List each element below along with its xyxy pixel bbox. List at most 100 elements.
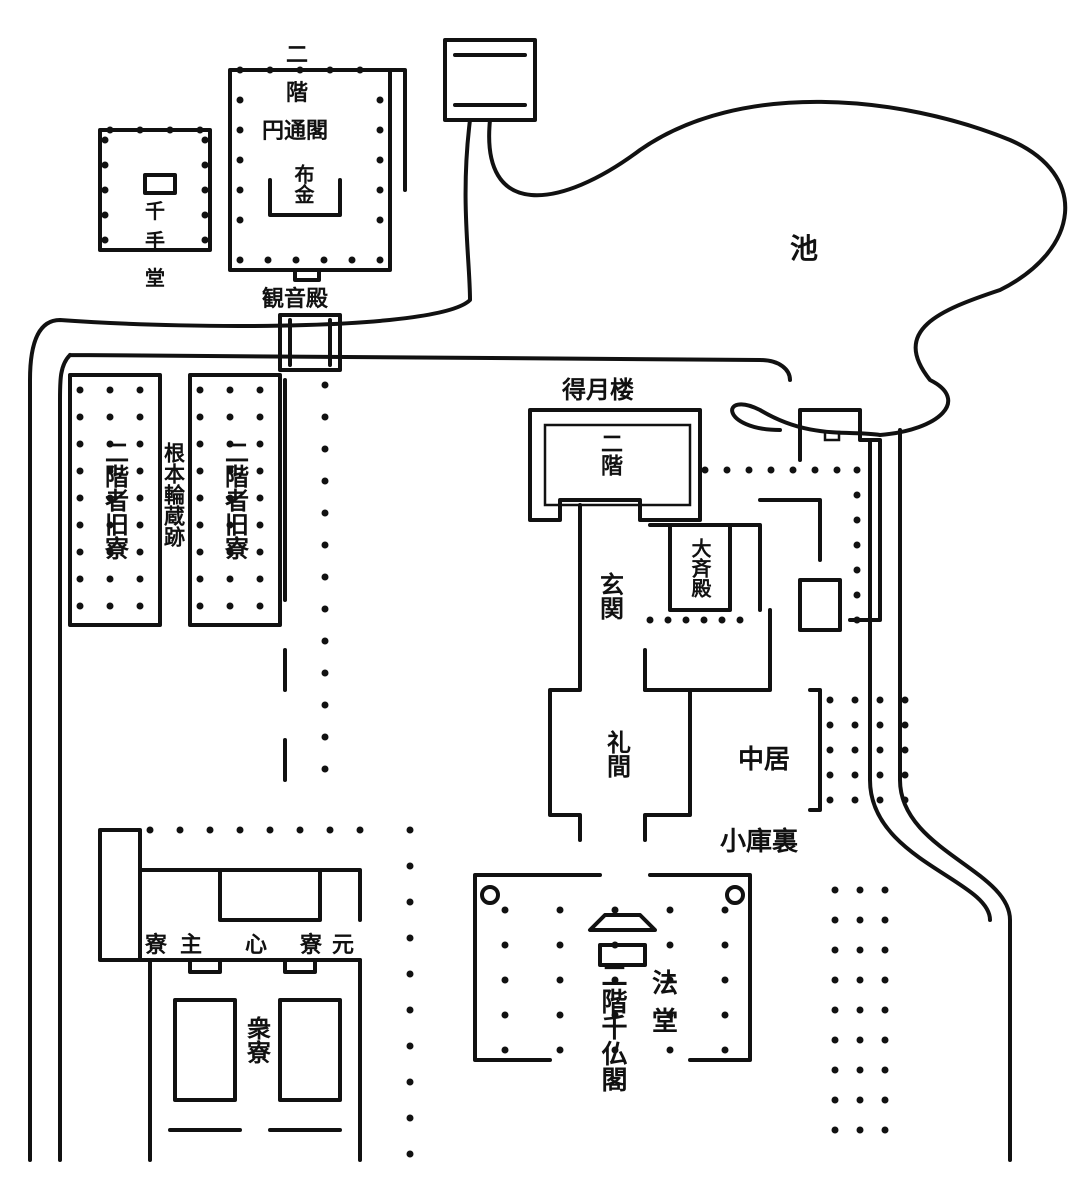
column-dot <box>106 494 114 502</box>
column-dot <box>320 256 328 264</box>
column-dot <box>76 467 84 475</box>
column-dot <box>321 669 329 677</box>
column-dot <box>101 136 109 144</box>
column-dot <box>646 616 654 624</box>
column-dot <box>501 976 509 984</box>
column-dot <box>723 466 731 474</box>
column-dot <box>611 976 619 984</box>
column-dot <box>76 386 84 394</box>
column-dot <box>611 941 619 949</box>
column-dot <box>881 976 889 984</box>
column-dot <box>406 1150 414 1158</box>
column-dot <box>226 386 234 394</box>
hatto-lantern-left <box>480 885 500 905</box>
column-dot <box>831 1066 839 1074</box>
column-dot <box>76 521 84 529</box>
column-dot <box>101 236 109 244</box>
column-dot <box>406 898 414 906</box>
raima-link <box>643 608 772 692</box>
column-dot <box>256 521 264 529</box>
column-dot <box>106 467 114 475</box>
column-dot <box>901 696 909 704</box>
column-dot <box>296 826 304 834</box>
column-dot <box>831 1036 839 1044</box>
tokugetsuro-outline <box>528 408 702 522</box>
column-dot <box>851 696 859 704</box>
column-dot <box>721 941 729 949</box>
column-dot <box>881 1006 889 1014</box>
label-dorm-left: 二階者旧寮 <box>101 440 130 560</box>
label-dorm-right: 二階者旧寮 <box>221 440 250 560</box>
column-dot <box>101 211 109 219</box>
column-dot <box>666 1046 674 1054</box>
column-dot <box>831 916 839 924</box>
column-dot <box>406 970 414 978</box>
column-dot <box>767 466 775 474</box>
column-dot <box>101 161 109 169</box>
inner-path-right <box>868 438 992 922</box>
column-dot <box>406 862 414 870</box>
column-dot <box>236 66 244 74</box>
column-dot <box>376 216 384 224</box>
column-dot <box>196 126 204 134</box>
column-dot <box>856 946 864 954</box>
column-dot <box>106 440 114 448</box>
column-dot <box>226 575 234 583</box>
entsukaku-inner <box>268 178 342 217</box>
column-dot <box>356 826 364 834</box>
column-dot <box>666 976 674 984</box>
column-dot <box>501 1046 509 1054</box>
column-dot <box>76 602 84 610</box>
label-row-2: 主 <box>180 932 202 958</box>
column-dot <box>226 494 234 502</box>
label-rinzo: 根本輪蔵跡 <box>162 442 187 548</box>
column-dot <box>226 413 234 421</box>
column-dot <box>666 941 674 949</box>
column-dot <box>556 1011 564 1019</box>
label-pond: 池 <box>790 232 818 265</box>
column-dot <box>256 548 264 556</box>
label-daihoden: 大斉殿 <box>688 538 712 599</box>
annex-fixture <box>823 430 841 442</box>
hatto-altar <box>588 913 657 932</box>
column-dot <box>721 1011 729 1019</box>
column-dot <box>406 1006 414 1014</box>
column-dot <box>406 1042 414 1050</box>
hatto-outline <box>473 873 752 1062</box>
column-dot <box>321 477 329 485</box>
column-dot <box>376 126 384 134</box>
column-dot <box>664 616 672 624</box>
column-dot <box>101 186 109 194</box>
column-dot <box>853 566 861 574</box>
column-dot <box>745 466 753 474</box>
column-dot <box>266 826 274 834</box>
column-dot <box>296 66 304 74</box>
column-dot <box>881 1096 889 1104</box>
column-dot <box>76 494 84 502</box>
column-dot <box>196 548 204 556</box>
column-dot <box>853 516 861 524</box>
column-dot <box>76 548 84 556</box>
column-dot <box>376 186 384 194</box>
column-dot <box>321 733 329 741</box>
column-dot <box>876 796 884 804</box>
column-dot <box>701 466 709 474</box>
column-dot <box>136 467 144 475</box>
column-dot <box>201 186 209 194</box>
annex-box <box>798 578 842 632</box>
column-dot <box>376 256 384 264</box>
column-dot <box>321 637 329 645</box>
label-row-3: 心 <box>245 932 267 958</box>
label-entsukaku-top-1: 二 <box>286 42 308 68</box>
label-row-1: 寮 <box>144 932 168 958</box>
column-dot <box>136 386 144 394</box>
label-row-4: 寮 <box>299 932 323 958</box>
column-dot <box>856 1006 864 1014</box>
column-dot <box>226 548 234 556</box>
column-dot <box>321 413 329 421</box>
column-dot <box>256 602 264 610</box>
column-dot <box>166 126 174 134</box>
column-dot <box>136 413 144 421</box>
shinryo-room <box>218 868 322 922</box>
column-dot <box>721 976 729 984</box>
